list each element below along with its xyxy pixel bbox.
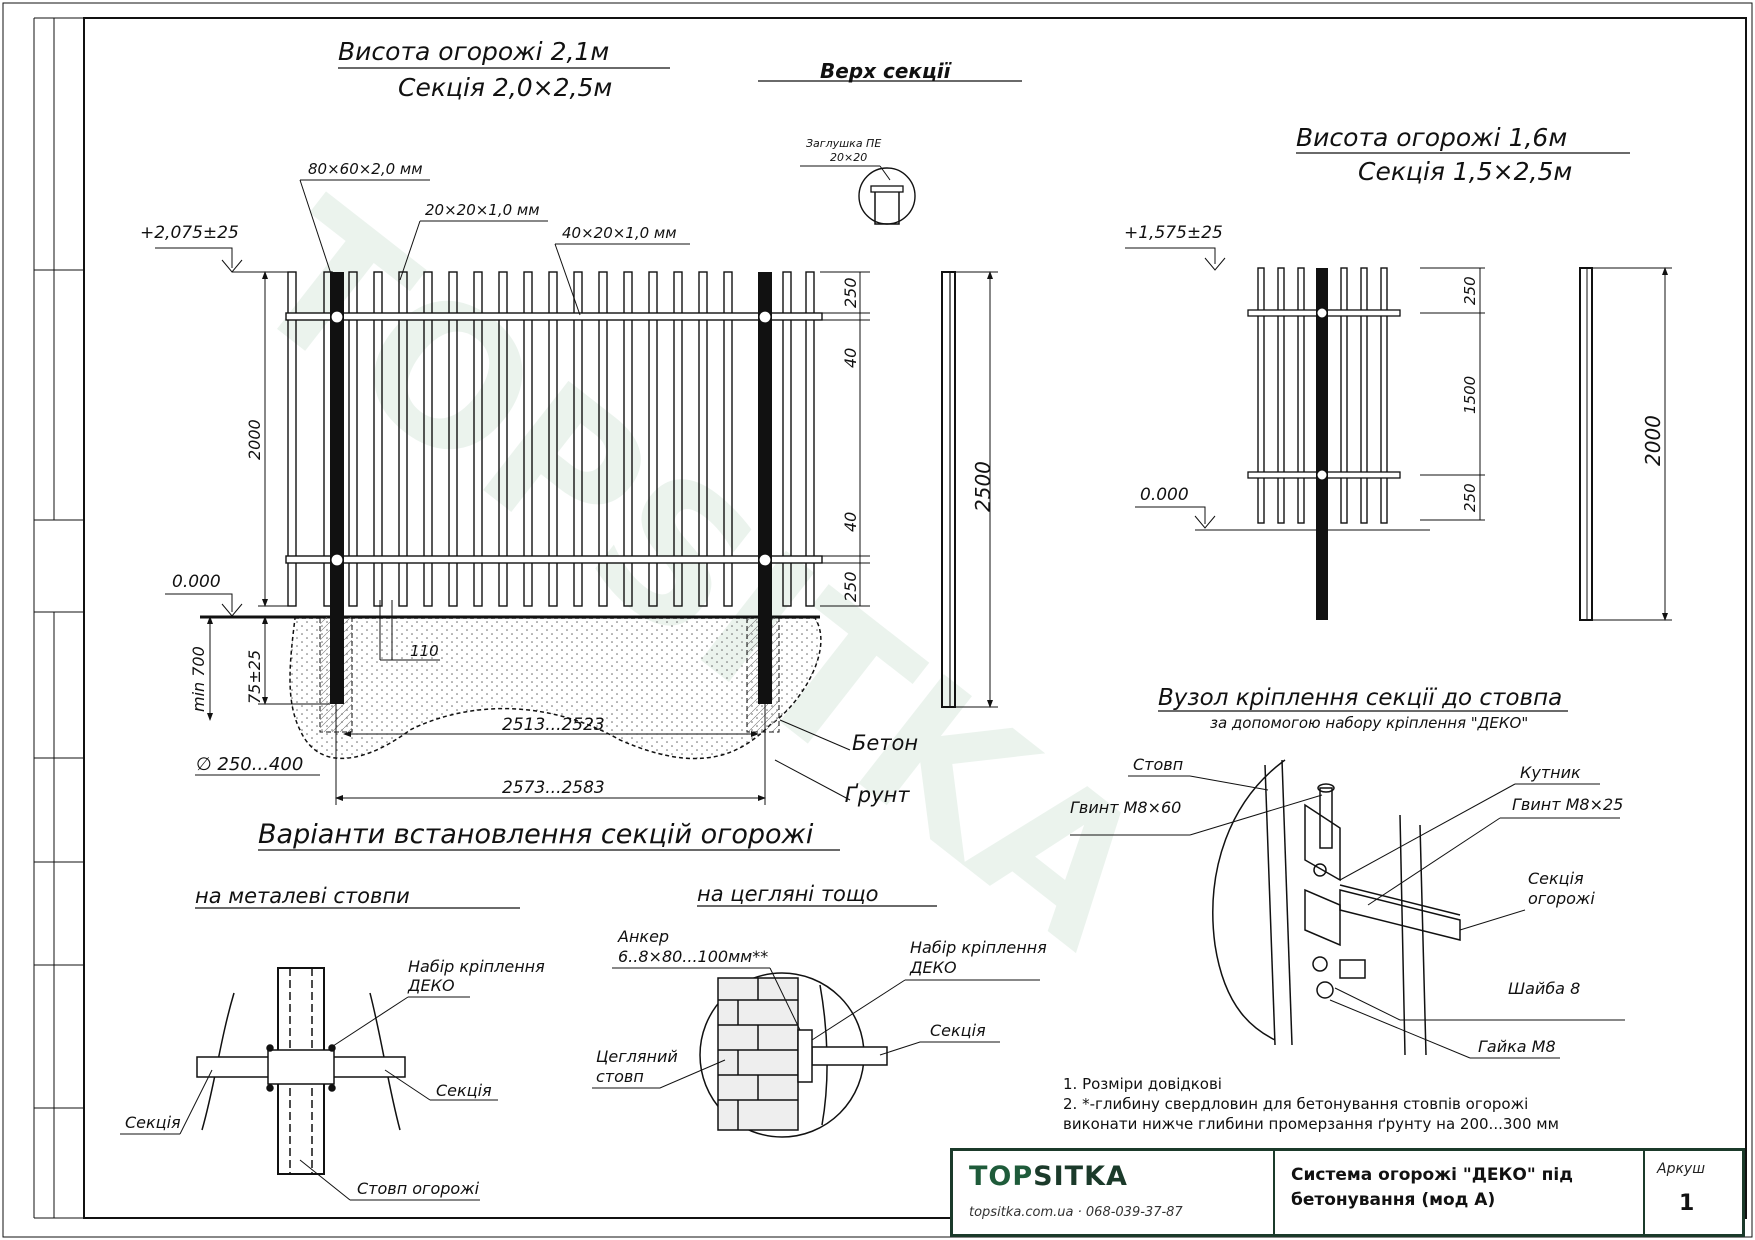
header-right: Висота огорожі 1,6м Секція 1,5×2,5м: [1296, 123, 1630, 186]
brick-kit-label-2: ДЕКО: [909, 958, 957, 977]
note-3: виконати нижче глибини промерзання ґрунт…: [1063, 1115, 1559, 1133]
metal-title: на металеві стовпи: [195, 884, 410, 908]
sheet-label: Аркуш: [1657, 1161, 1706, 1177]
note-2: 2. *-глибину свердловин для бетонування …: [1063, 1095, 1528, 1113]
right-dim-250-bottom: 250: [1461, 483, 1479, 512]
node-title: Вузол кріплення секції до стовпа: [1158, 685, 1562, 711]
drawing-title: Система огорожі "ДЕКО" під бетонування (…: [1291, 1165, 1573, 1210]
notes: 1. Розміри довідкові 2. *-глибину свердл…: [1063, 1075, 1559, 1133]
title-block-brand: TOPSITKA topsitka.com.ua · 068-039-37-87: [953, 1151, 1275, 1234]
concrete-label: Бетон: [852, 731, 918, 755]
left-title-height: Висота огорожі 2,1м: [338, 37, 609, 66]
node-section-label-2: огорожі: [1528, 889, 1595, 908]
dim-2000: 2000: [245, 419, 264, 460]
right-title-section: Секція 1,5×2,5м: [1358, 157, 1572, 186]
right-side-post: [1579, 267, 1593, 621]
pickets: [287, 271, 815, 607]
ground-gap: 75±25: [245, 650, 264, 704]
right-post: [1316, 268, 1328, 620]
dim-outer: 2573...2583: [502, 778, 605, 798]
title-block-sheet-cell: Аркуш 1: [1645, 1151, 1745, 1234]
title-block-title-cell: Система огорожі "ДЕКО" під бетонування (…: [1275, 1151, 1645, 1234]
anchor-label-2: 6..8×80...100мм**: [618, 947, 768, 966]
zero-level-label: 0.000: [172, 572, 221, 592]
brand-contact: topsitka.com.ua · 068-039-37-87: [969, 1205, 1183, 1220]
top-level-label: +2,075±25: [140, 223, 239, 243]
node-nut-label: Гайка М8: [1478, 1037, 1556, 1056]
variants-section: Варіанти встановлення секцій огорожі на …: [120, 819, 1047, 1201]
anchor-label-1: Анкер: [617, 927, 669, 946]
right-dim-250-top: 250: [1461, 276, 1479, 305]
variants-title: Варіанти встановлення секцій огорожі: [258, 819, 814, 850]
title-block: TOPSITKA topsitka.com.ua · 068-039-37-87…: [950, 1148, 1745, 1237]
node-post-label: Стовп: [1133, 755, 1183, 774]
brick-title: на цегляні тощо: [697, 882, 879, 906]
bolts: [330, 310, 772, 567]
dim-2500: 2500: [971, 461, 995, 512]
node-detail: Вузол кріплення секції до стовпа за допо…: [1070, 685, 1625, 1059]
cap-size: 20×20: [830, 151, 867, 164]
node-screw25-label: Гвинт М8×25: [1512, 795, 1623, 814]
right-fence-drawing: +1,575±25 0.000 250 1500 250: [1124, 223, 1672, 621]
rail-profile-label: 40×20×1,0 мм: [562, 224, 677, 242]
brand-logo: TOPSITKA: [969, 1161, 1128, 1192]
post-label: Стовп огорожі: [357, 1179, 480, 1198]
brick-post-plan: [699, 972, 888, 1138]
right-dim-2000: 2000: [1641, 415, 1665, 466]
sheet-number: 1: [1679, 1191, 1695, 1216]
brand-part-b: SITKA: [1033, 1161, 1128, 1192]
brick-kit-label-1: Набір кріплення: [910, 938, 1047, 957]
note-1: 1. Розміри довідкові: [1063, 1075, 1222, 1093]
hole-diameter: ∅ 250...400: [196, 754, 303, 775]
right-top-level: +1,575±25: [1124, 223, 1223, 243]
post-right: [758, 272, 772, 704]
brick-post-label-1: Цегляний: [596, 1047, 678, 1066]
main-fence-drawing: 80×60×2,0 мм 20×20×1,0 мм 40×20×1,0 мм +…: [140, 137, 998, 807]
right-title-height: Висота огорожі 1,6м: [1296, 123, 1567, 152]
right-dim-1500: 1500: [1461, 376, 1479, 414]
header-top-section: Верх секції: [758, 59, 1022, 83]
dim-40-top: 40: [841, 348, 860, 368]
metal-section-right: Секція: [436, 1081, 492, 1100]
side-post: [941, 271, 956, 708]
metal-kit-label-1: Набір кріплення: [408, 957, 545, 976]
metal-kit-label-2: ДЕКО: [407, 976, 455, 995]
right-zero-level: 0.000: [1140, 485, 1189, 505]
soil-label: Ґрунт: [845, 783, 910, 807]
brand-part-a: TOP: [969, 1161, 1034, 1192]
picket-profile-label: 20×20×1,0 мм: [425, 201, 540, 219]
node-washer-label: Шайба 8: [1508, 979, 1580, 998]
metal-post-plan: [196, 967, 406, 1175]
min-depth: min 700: [189, 646, 208, 712]
top-section-title: Верх секції: [820, 59, 953, 83]
left-title-section: Секція 2,0×2,5м: [398, 73, 612, 102]
post-left: [330, 272, 344, 704]
dim-110: 110: [410, 642, 439, 660]
cap-label: Заглушка ПЕ: [806, 137, 881, 150]
node-section-label-1: Секція: [1528, 869, 1584, 888]
dim-250-top: 250: [841, 277, 860, 308]
dim-40-bottom: 40: [841, 512, 860, 532]
node-subtitle: за допомогою набору кріплення "ДЕКО": [1210, 714, 1528, 732]
dim-inner: 2513...2523: [502, 715, 605, 735]
brick-section-label: Секція: [930, 1021, 986, 1040]
post-profile-label: 80×60×2,0 мм: [308, 160, 423, 178]
metal-section-left: Секція: [125, 1113, 181, 1132]
header-left: Висота огорожі 2,1м Секція 2,0×2,5м: [338, 37, 670, 102]
dim-250-bottom: 250: [841, 571, 860, 602]
node-angle-label: Кутник: [1520, 763, 1581, 782]
rails: [285, 312, 823, 564]
node-screw60-label: Гвинт М8×60: [1070, 798, 1181, 817]
brick-post-label-2: стовп: [596, 1067, 644, 1086]
soil-area: [289, 617, 822, 760]
